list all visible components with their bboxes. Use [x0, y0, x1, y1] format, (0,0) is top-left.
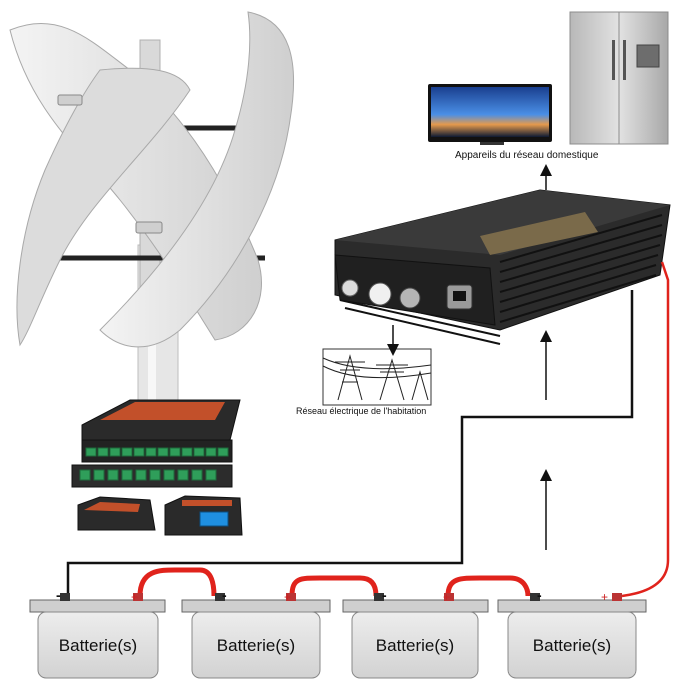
grid-label: Réseau électrique de l'habitation — [296, 406, 426, 416]
battery-4-plus: + — [601, 590, 608, 604]
battery-1-plus: + — [131, 590, 138, 604]
battery-4-minus: - — [537, 587, 542, 603]
television-icon — [428, 84, 552, 145]
power-pylons-icon — [323, 349, 431, 405]
battery-1-label: Batterie(s) — [33, 636, 163, 656]
grid-tie-inverter-icon — [335, 190, 670, 344]
battery-2-label: Batterie(s) — [191, 636, 321, 656]
battery-4-label: Batterie(s) — [507, 636, 637, 656]
appliances-label: Appareils du réseau domestique — [455, 150, 598, 161]
battery-1-minus: - — [56, 587, 61, 603]
battery-3-plus: + — [443, 590, 450, 604]
battery-3-label: Batterie(s) — [350, 636, 480, 656]
charge-controller-icon — [72, 400, 242, 535]
vertical-axis-wind-turbine-icon — [10, 12, 294, 400]
battery-2-minus: - — [222, 587, 227, 603]
refrigerator-icon — [570, 12, 668, 144]
battery-3-minus: - — [382, 587, 387, 603]
battery-2-plus: + — [284, 590, 291, 604]
